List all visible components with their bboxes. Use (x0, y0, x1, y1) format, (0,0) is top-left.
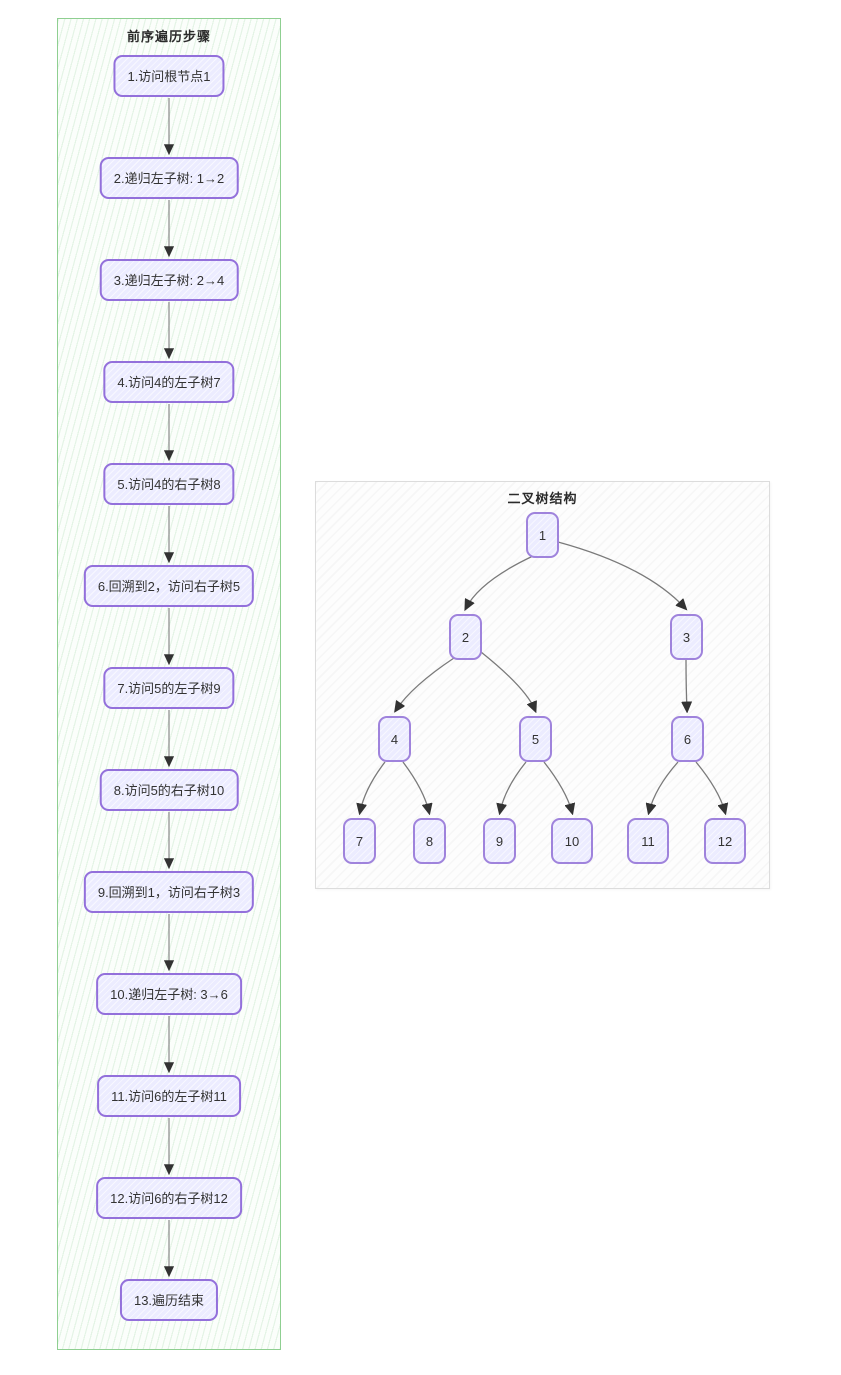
flow-step-node: 8.访问5的右子树10 (99, 769, 239, 811)
tree-node: 5 (519, 716, 552, 762)
tree-node: 10 (551, 818, 593, 864)
flow-step-node: 5.访问4的右子树8 (103, 463, 235, 505)
tree-edge (686, 659, 687, 710)
binary-tree-panel: 二叉树结构 1 2 3 4 (315, 481, 770, 889)
flow-step-node: 12.访问6的右子树12 (96, 1177, 242, 1219)
tree-node: 1 (526, 512, 559, 558)
tree-edge (695, 761, 725, 812)
tree-node: 2 (449, 614, 482, 660)
tree-node: 12 (704, 818, 746, 864)
flow-step-node: 9.回溯到1，访问右子树3 (83, 871, 255, 913)
tree-edge (402, 761, 429, 812)
flow-step-node: 11.访问6的左子树11 (97, 1075, 241, 1117)
tree-edge (543, 761, 572, 812)
tree-node: 11 (627, 818, 669, 864)
tree-edge (480, 651, 535, 710)
preorder-steps-title: 前序遍历步骤 (126, 29, 211, 44)
binary-tree-title: 二叉树结构 (507, 491, 578, 506)
flow-step-node: 1.访问根节点1 (113, 55, 225, 97)
flow-step-node: 6.回溯到2，访问右子树5 (83, 565, 255, 607)
tree-edge (466, 555, 534, 608)
tree-node: 3 (670, 614, 703, 660)
flow-step-node: 2.递归左子树: 1→2 (99, 157, 239, 199)
flow-step-node: 4.访问4的左子树7 (103, 361, 235, 403)
flow-step-node: 3.递归左子树: 2→4 (99, 259, 239, 301)
tree-node: 6 (671, 716, 704, 762)
flow-step-node: 10.递归左子树: 3→6 (96, 973, 242, 1015)
tree-node: 8 (413, 818, 446, 864)
tree-edge (500, 761, 527, 812)
tree-edge (649, 761, 679, 812)
tree-node: 4 (378, 716, 411, 762)
tree-edge (360, 761, 386, 812)
tree-node: 9 (483, 818, 516, 864)
tree-edge (557, 541, 685, 608)
tree-node: 7 (343, 818, 376, 864)
preorder-steps-panel: 前序遍历步骤 1.访问根节点1 (57, 18, 281, 1350)
tree-edge (396, 657, 455, 710)
flow-step-node: 7.访问5的左子树9 (103, 667, 235, 709)
flow-step-node: 13.遍历结束 (119, 1279, 219, 1321)
